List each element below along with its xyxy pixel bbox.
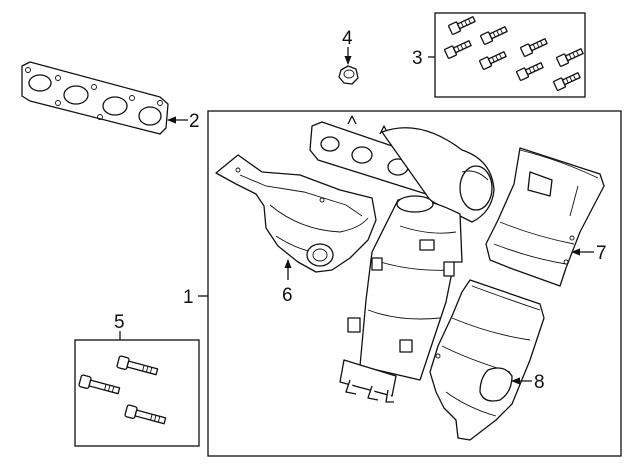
lower-heat-shield [429,279,545,441]
callout-8-label: 8 [534,372,545,393]
callout-3-label: 3 [412,48,423,69]
stud-kit [78,355,168,428]
callout-6-label: 6 [282,285,293,306]
bolt-kit [443,13,585,92]
bolt-kit-box [434,12,586,98]
exhaust-manifold-converter [309,115,495,403]
assembly-frame [207,110,622,457]
upper-heat-shield [215,154,377,273]
callout-5-label: 5 [114,312,125,333]
converter-heat-shield [485,147,605,287]
callout-4-label: 4 [342,28,353,49]
callout-1-label: 1 [183,287,194,308]
callout-2-label: 2 [189,111,200,132]
manifold-gasket [21,61,169,135]
callout-7-label: 7 [596,243,607,264]
exhaust-nut [338,65,359,85]
stud-kit-box [74,339,200,447]
